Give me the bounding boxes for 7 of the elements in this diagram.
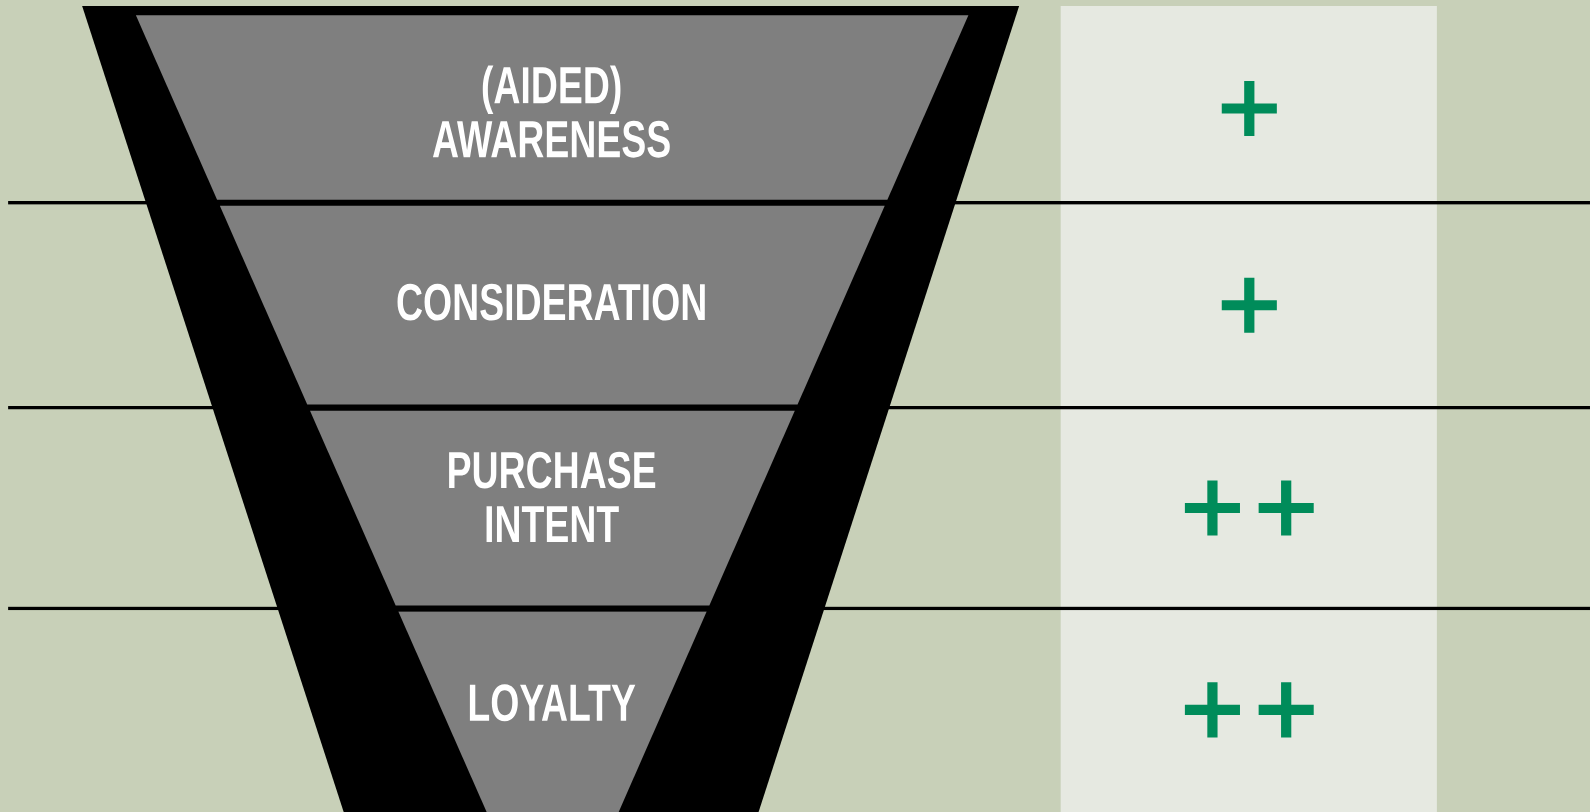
funnel-band: CONSIDERATION	[219, 205, 885, 405]
plus-sign: ++	[1184, 480, 1314, 536]
plus-sign: +	[1221, 277, 1277, 333]
plus-sign: +	[1221, 80, 1277, 136]
plus-sign: ++	[1184, 682, 1314, 738]
funnel-band: PURCHASE INTENT	[310, 410, 795, 606]
funnel-band: LOYALTY	[398, 611, 707, 812]
